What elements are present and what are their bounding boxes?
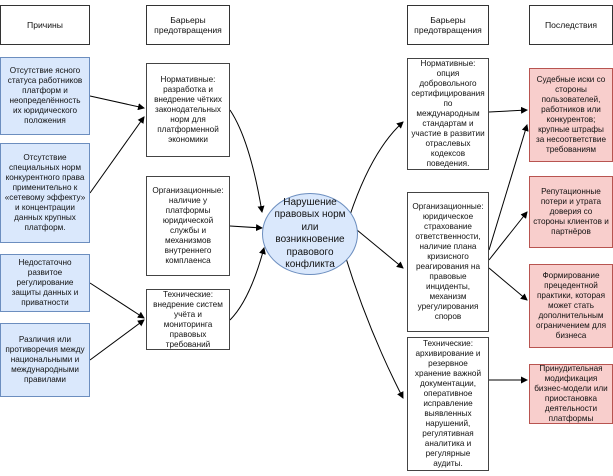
arrow-barrier2-cons1 [488, 124, 529, 251]
cause-item-3: Недостаточно развитое регулирование защи… [0, 254, 90, 312]
arrow-event-barrier2 [356, 229, 404, 269]
consequence-item-3: Формирование прецедентной практики, кото… [529, 264, 613, 348]
consequence-item-1: Судебные иски со стороны пользователей, … [529, 68, 613, 162]
arrow-barrier1-event [229, 109, 265, 213]
arrow-barrier2-event [229, 224, 263, 232]
cause-item-2: Отсутствие специальных норм конкурентног… [0, 143, 90, 243]
arrow-barrier1-cons1 [488, 106, 528, 114]
arrow-barrier3-event [229, 247, 266, 321]
central-event: Нарушение правовых норм или возникновени… [262, 193, 358, 275]
arrow-event-barrier1 [349, 121, 404, 216]
barrier-left-organizational: Организационные: наличие у платформы юри… [146, 176, 230, 276]
arrow-cause1-barrier [89, 95, 145, 111]
consequence-item-4: Принудительная модификация бизнес-модели… [529, 364, 613, 424]
arrow-barrier2-cons3 [488, 267, 528, 301]
header-barriers-left: Барьеры предотвращения [146, 5, 230, 45]
barrier-right-normative: Нормативные: опция добровольного сертифи… [407, 58, 489, 170]
arrow-cause3-barrier [89, 282, 145, 319]
barrier-right-technical: Технические: архивирование и резервное х… [407, 337, 489, 471]
barrier-left-normative: Нормативные: разработка и внедрение чётк… [146, 63, 230, 157]
header-barriers-right: Барьеры предотвращения [407, 5, 489, 45]
arrow-cause2-barrier [89, 116, 145, 194]
header-consequences: Последствия [529, 5, 613, 45]
arrow-barrier2-cons2 [488, 211, 528, 261]
header-causes: Причины [0, 5, 90, 45]
cause-item-1: Отсутствие ясного статуса работников пла… [0, 57, 90, 135]
arrow-event-barrier3 [343, 251, 404, 399]
arrow-cause4-barrier [89, 319, 145, 361]
barrier-left-technical: Технические: внедрение систем учёта и мо… [146, 289, 230, 350]
cause-item-4: Различия или противоречия между национал… [0, 323, 90, 397]
barrier-right-organizational: Организационные: юридическое страхование… [407, 192, 489, 332]
consequence-item-2: Репутационные потери и утрата доверия со… [529, 176, 613, 248]
